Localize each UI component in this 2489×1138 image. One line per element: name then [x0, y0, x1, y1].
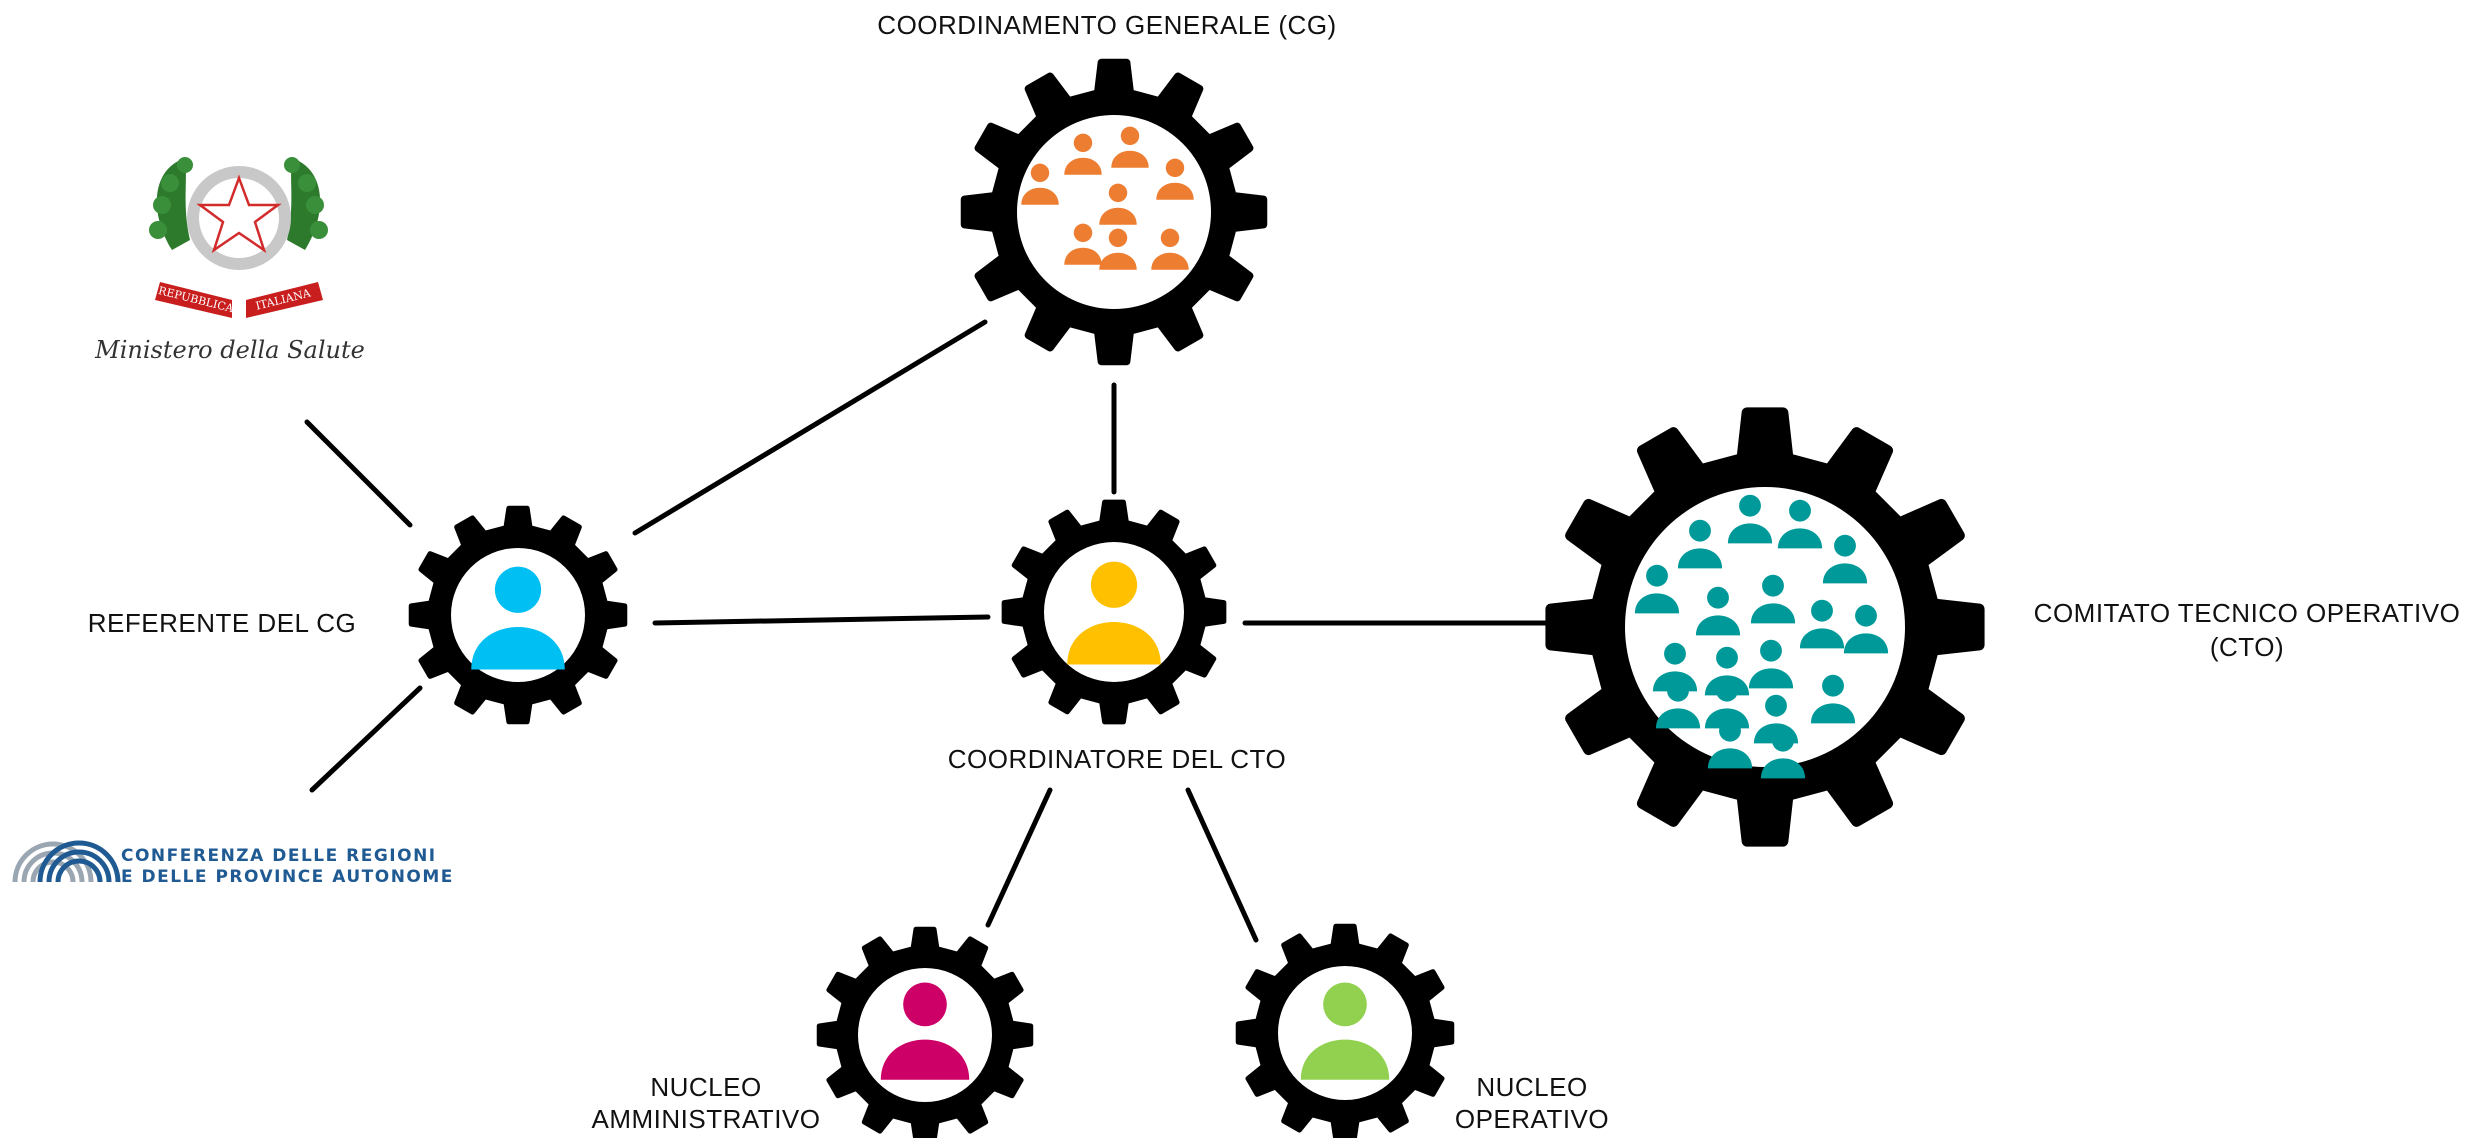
- connector-referente-conferenza: [309, 685, 423, 793]
- connector-referente-coordinatore: [652, 614, 991, 626]
- label-cto-line-2: (CTO): [2210, 632, 2284, 662]
- amministrativo-person-icon: [880, 982, 970, 1080]
- referente-person: [471, 566, 565, 670]
- emblem-icon: REPUBBLICA ITALIANA: [149, 157, 328, 318]
- cto-person-6: [1695, 586, 1741, 636]
- connector-coordinatore-amministrativo: [985, 787, 1053, 928]
- cg-person-7: [1099, 228, 1137, 270]
- operativo-person: [1300, 982, 1390, 1080]
- ministero-caption: Ministero della Salute: [94, 336, 365, 364]
- connector-cg-referente: [632, 319, 988, 536]
- connector-referente-ministero: [304, 419, 413, 528]
- cto-person-9: [1843, 604, 1889, 654]
- label-cto-line-1: COMITATO TECNICO OPERATIVO: [2034, 598, 2461, 628]
- cg-person-5: [1099, 183, 1137, 225]
- label-amministrativo-line-1: NUCLEO: [650, 1072, 761, 1102]
- connectors: [304, 319, 1565, 943]
- cto-people-icon: [1634, 494, 1889, 779]
- referente-person-icon: [471, 566, 565, 670]
- cto-person-7: [1750, 574, 1796, 624]
- cto-person-5: [1634, 564, 1680, 614]
- label-operativo-line-2: OPERATIVO: [1455, 1104, 1609, 1134]
- cto-person-4: [1822, 534, 1868, 584]
- cg-person-2: [1111, 126, 1149, 168]
- coordinatore-person-icon: [1067, 561, 1161, 665]
- cto-person-13: [1810, 674, 1856, 724]
- gear-amministrativo-icon: [816, 926, 1034, 1138]
- cg-person-3: [1021, 163, 1059, 205]
- cto-person-3: [1777, 499, 1823, 549]
- operativo-person-icon: [1300, 982, 1390, 1080]
- ministero-della-salute-logo: REPUBBLICA ITALIANA Ministero della Salu…: [94, 157, 365, 364]
- cto-person-2: [1727, 494, 1773, 544]
- cto-person-1: [1677, 519, 1723, 569]
- cg-person-1: [1064, 133, 1102, 175]
- label-coordinatore: COORDINATORE DEL CTO: [948, 744, 1286, 774]
- cto-person-14: [1655, 679, 1701, 729]
- conferenza-line-2: E DELLE PROVINCE AUTONOME: [121, 867, 454, 887]
- coordinatore-person: [1067, 561, 1161, 665]
- conferenza-regioni-logo: CONFERENZA DELLE REGIONI E DELLE PROVINC…: [12, 840, 454, 887]
- gear-coordinatore-icon: [1001, 499, 1227, 725]
- cg-person-4: [1156, 158, 1194, 200]
- cto-person-8: [1799, 599, 1845, 649]
- connector-coordinatore-operativo: [1185, 787, 1259, 943]
- arcs-icon: [12, 840, 121, 883]
- label-operativo-line-1: NUCLEO: [1476, 1072, 1587, 1102]
- cg-person-6: [1064, 223, 1102, 265]
- gear-operativo-icon: [1235, 923, 1455, 1138]
- cto-person-12: [1748, 639, 1794, 689]
- amministrativo-person: [880, 982, 970, 1080]
- cto-person-17: [1707, 719, 1753, 769]
- cto-person-18: [1760, 729, 1806, 779]
- label-coordinamento-generale: COORDINAMENTO GENERALE (CG): [877, 10, 1336, 40]
- label-referente: REFERENTE DEL CG: [88, 608, 357, 638]
- gear-referente-icon: [408, 505, 628, 725]
- cg-people-icon: [1021, 126, 1194, 270]
- cg-person-8: [1151, 228, 1189, 270]
- label-amministrativo-line-2: AMMINISTRATIVO: [592, 1104, 821, 1134]
- conferenza-line-1: CONFERENZA DELLE REGIONI: [121, 846, 437, 866]
